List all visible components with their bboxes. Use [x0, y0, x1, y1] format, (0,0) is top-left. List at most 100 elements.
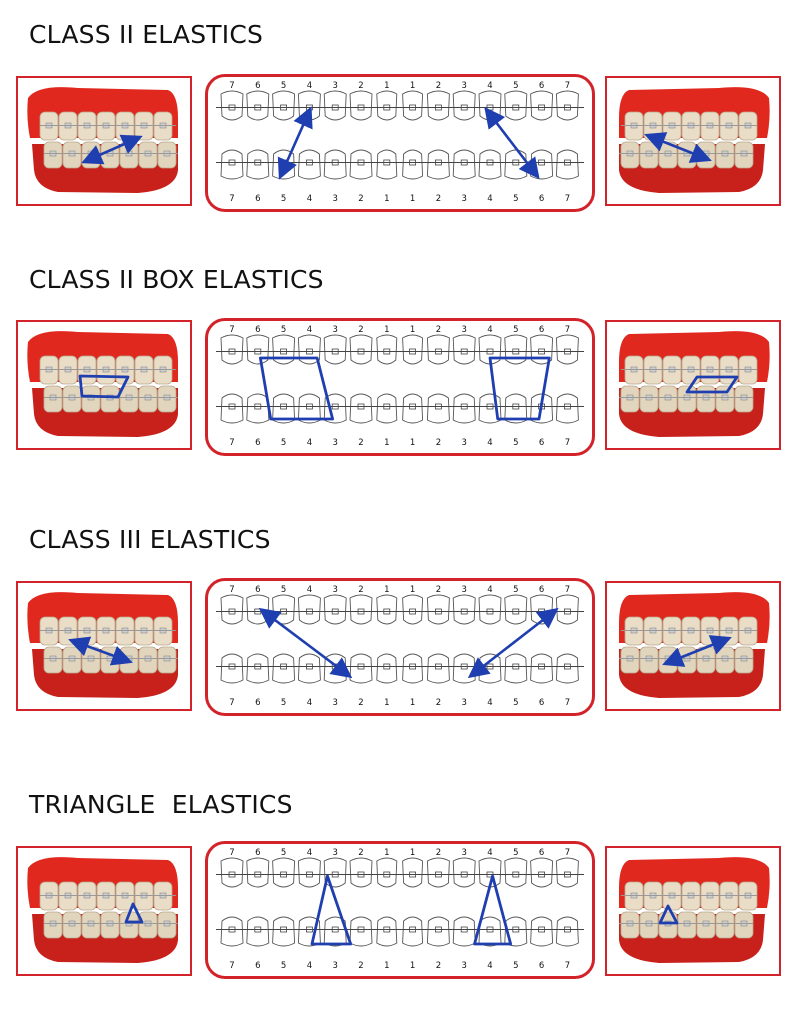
elastic-band	[467, 607, 559, 679]
tooth-number-label: 2	[358, 585, 363, 595]
section-title-class-ii: CLASS II ELASTICS	[29, 20, 264, 49]
tooth-number-label: 4	[307, 325, 312, 335]
section-title-triangle: TRIANGLE ELASTICS	[29, 790, 293, 819]
left-mouth-photo-class-ii-box	[16, 320, 192, 450]
right-mouth-photo-triangle	[605, 846, 781, 976]
right-mouth-photo-class-iii	[605, 581, 781, 711]
elastic-band	[484, 106, 540, 180]
tooth-number-label: 5	[281, 698, 286, 708]
elastic-band	[473, 874, 513, 946]
tooth-number-label: 3	[461, 698, 466, 708]
tooth-number-label: 3	[461, 194, 466, 204]
tooth-number-label: 7	[565, 848, 570, 858]
elastic-band	[310, 874, 353, 946]
left-mouth-photo-triangle	[16, 846, 192, 976]
tooth-number-label: 2	[358, 438, 363, 448]
tooth-number-label: 6	[255, 438, 260, 448]
tooth-number-label: 7	[565, 438, 570, 448]
elastic-band	[68, 636, 133, 666]
tooth-number-label: 3	[332, 698, 337, 708]
tooth-number-label: 4	[487, 585, 492, 595]
tooth-number-label: 4	[307, 585, 312, 595]
tooth-number-label: 4	[307, 194, 312, 204]
tooth-number-label: 1	[410, 81, 415, 91]
tooth-number-label: 7	[229, 961, 234, 971]
section-title-class-ii-box: CLASS II BOX ELASTICS	[29, 265, 324, 294]
tooth-number-label: 3	[332, 325, 337, 335]
tooth-number-label: 3	[461, 325, 466, 335]
tooth-number-label: 4	[487, 81, 492, 91]
tooth-number-label: 6	[255, 698, 260, 708]
tooth-number-label: 4	[487, 438, 492, 448]
tooth-number-label: 4	[307, 81, 312, 91]
elastic-band	[662, 635, 732, 667]
tooth-number-label: 7	[565, 698, 570, 708]
tooth-number-label: 7	[565, 961, 570, 971]
tooth-number-label: 6	[255, 325, 260, 335]
tooth-number-label: 5	[513, 81, 518, 91]
tooth-number-label: 6	[539, 325, 544, 335]
tooth-number-label: 5	[281, 585, 286, 595]
tooth-number-label: 7	[565, 585, 570, 595]
tooth-number-label: 7	[229, 194, 234, 204]
tooth-number-label: 6	[539, 961, 544, 971]
tooth-number-label: 5	[513, 848, 518, 858]
tooth-number-label: 6	[539, 438, 544, 448]
elastic-band	[258, 607, 353, 679]
tooth-number-label: 2	[436, 848, 441, 858]
tooth-number-label: 2	[436, 585, 441, 595]
elastic-band	[644, 132, 712, 163]
elastic-band	[258, 356, 335, 421]
tooth-number-label: 2	[358, 698, 363, 708]
tooth-number-label: 1	[384, 81, 389, 91]
tooth-number-label: 4	[487, 698, 492, 708]
tooth-number-label: 2	[436, 194, 441, 204]
tooth-number-label: 1	[410, 848, 415, 858]
tooth-number-label: 7	[565, 194, 570, 204]
tooth-number-label: 7	[229, 438, 234, 448]
tooth-number-label: 1	[384, 438, 389, 448]
tooth-number-label: 6	[255, 961, 260, 971]
tooth-number-label: 2	[358, 961, 363, 971]
tooth-number-label: 5	[281, 848, 286, 858]
tooth-number-label: 2	[436, 961, 441, 971]
tooth-number-label: 2	[358, 194, 363, 204]
elastic-band	[277, 106, 313, 180]
tooth-number-label: 6	[539, 81, 544, 91]
tooth-number-label: 6	[539, 698, 544, 708]
tooth-number-label: 3	[461, 961, 466, 971]
tooth-number-label: 5	[281, 961, 286, 971]
tooth-number-label: 4	[487, 325, 492, 335]
tooth-number-label: 1	[410, 438, 415, 448]
tooth-number-label: 3	[461, 438, 466, 448]
elastic-band	[124, 902, 144, 924]
tooth-number-label: 5	[513, 585, 518, 595]
tooth-number-label: 5	[513, 194, 518, 204]
tooth-number-label: 3	[332, 194, 337, 204]
elastic-band	[685, 375, 739, 394]
tooth-number-label: 3	[332, 81, 337, 91]
tooth-number-label: 7	[229, 585, 234, 595]
tooth-number-label: 1	[384, 325, 389, 335]
left-mouth-photo-class-ii	[16, 76, 192, 206]
tooth-number-label: 6	[255, 194, 260, 204]
tooth-number-label: 3	[461, 848, 466, 858]
tooth-number-label: 1	[384, 961, 389, 971]
tooth-number-label: 3	[332, 961, 337, 971]
tooth-number-label: 4	[307, 961, 312, 971]
tooth-number-label: 7	[229, 848, 234, 858]
tooth-number-label: 2	[436, 81, 441, 91]
tooth-number-label: 1	[410, 961, 415, 971]
section-title-class-iii: CLASS III ELASTICS	[29, 525, 271, 554]
tooth-number-label: 2	[358, 848, 363, 858]
tooth-number-label: 4	[487, 961, 492, 971]
tooth-number-label: 5	[281, 438, 286, 448]
elastic-band	[81, 134, 143, 165]
tooth-number-label: 4	[307, 848, 312, 858]
tooth-number-label: 3	[332, 438, 337, 448]
tooth-number-label: 1	[384, 698, 389, 708]
